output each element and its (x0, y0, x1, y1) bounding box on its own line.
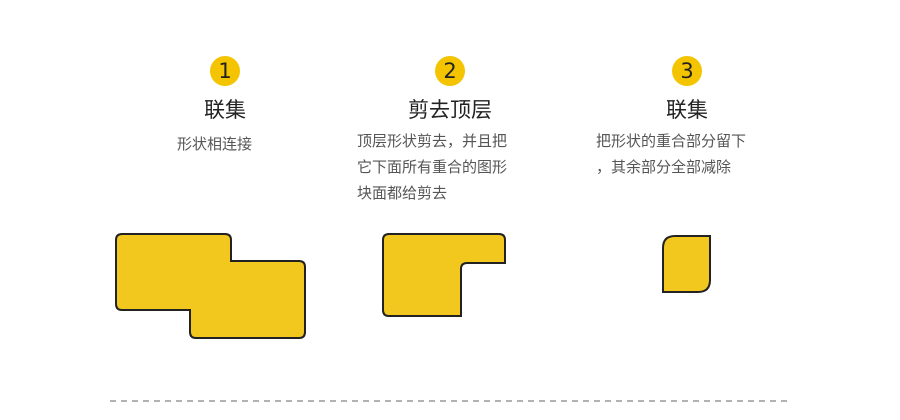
desc-line: 顶层形状剪去，并且把 (357, 132, 508, 150)
step-2-desc: 顶层形状剪去，并且把 它下面所有重合的图形 块面都给剪去 (357, 128, 507, 206)
desc-line: 把形状的重合部分留下 (596, 132, 747, 150)
desc-line: ，其余部分全部减除 (596, 158, 732, 176)
union-shape (115, 233, 306, 339)
desc-line: 形状相连接 (177, 135, 253, 153)
step-3-badge: 3 (672, 56, 702, 86)
intersect-shape (662, 235, 711, 293)
step-3-title: 联集 (666, 98, 708, 122)
step-3-desc: 把形状的重合部分留下 ，其余部分全部减除 (596, 128, 746, 180)
step-1-title: 联集 (204, 98, 246, 122)
minus-front-shape (382, 233, 506, 317)
desc-line: 块面都给剪去 (357, 184, 448, 202)
step-1-desc: 形状相连接 (177, 131, 252, 157)
step-2-title: 剪去顶层 (408, 98, 492, 122)
step-1-badge: 1 (210, 56, 240, 86)
desc-line: 它下面所有重合的图形 (357, 158, 508, 176)
step-2-badge: 2 (435, 56, 465, 86)
